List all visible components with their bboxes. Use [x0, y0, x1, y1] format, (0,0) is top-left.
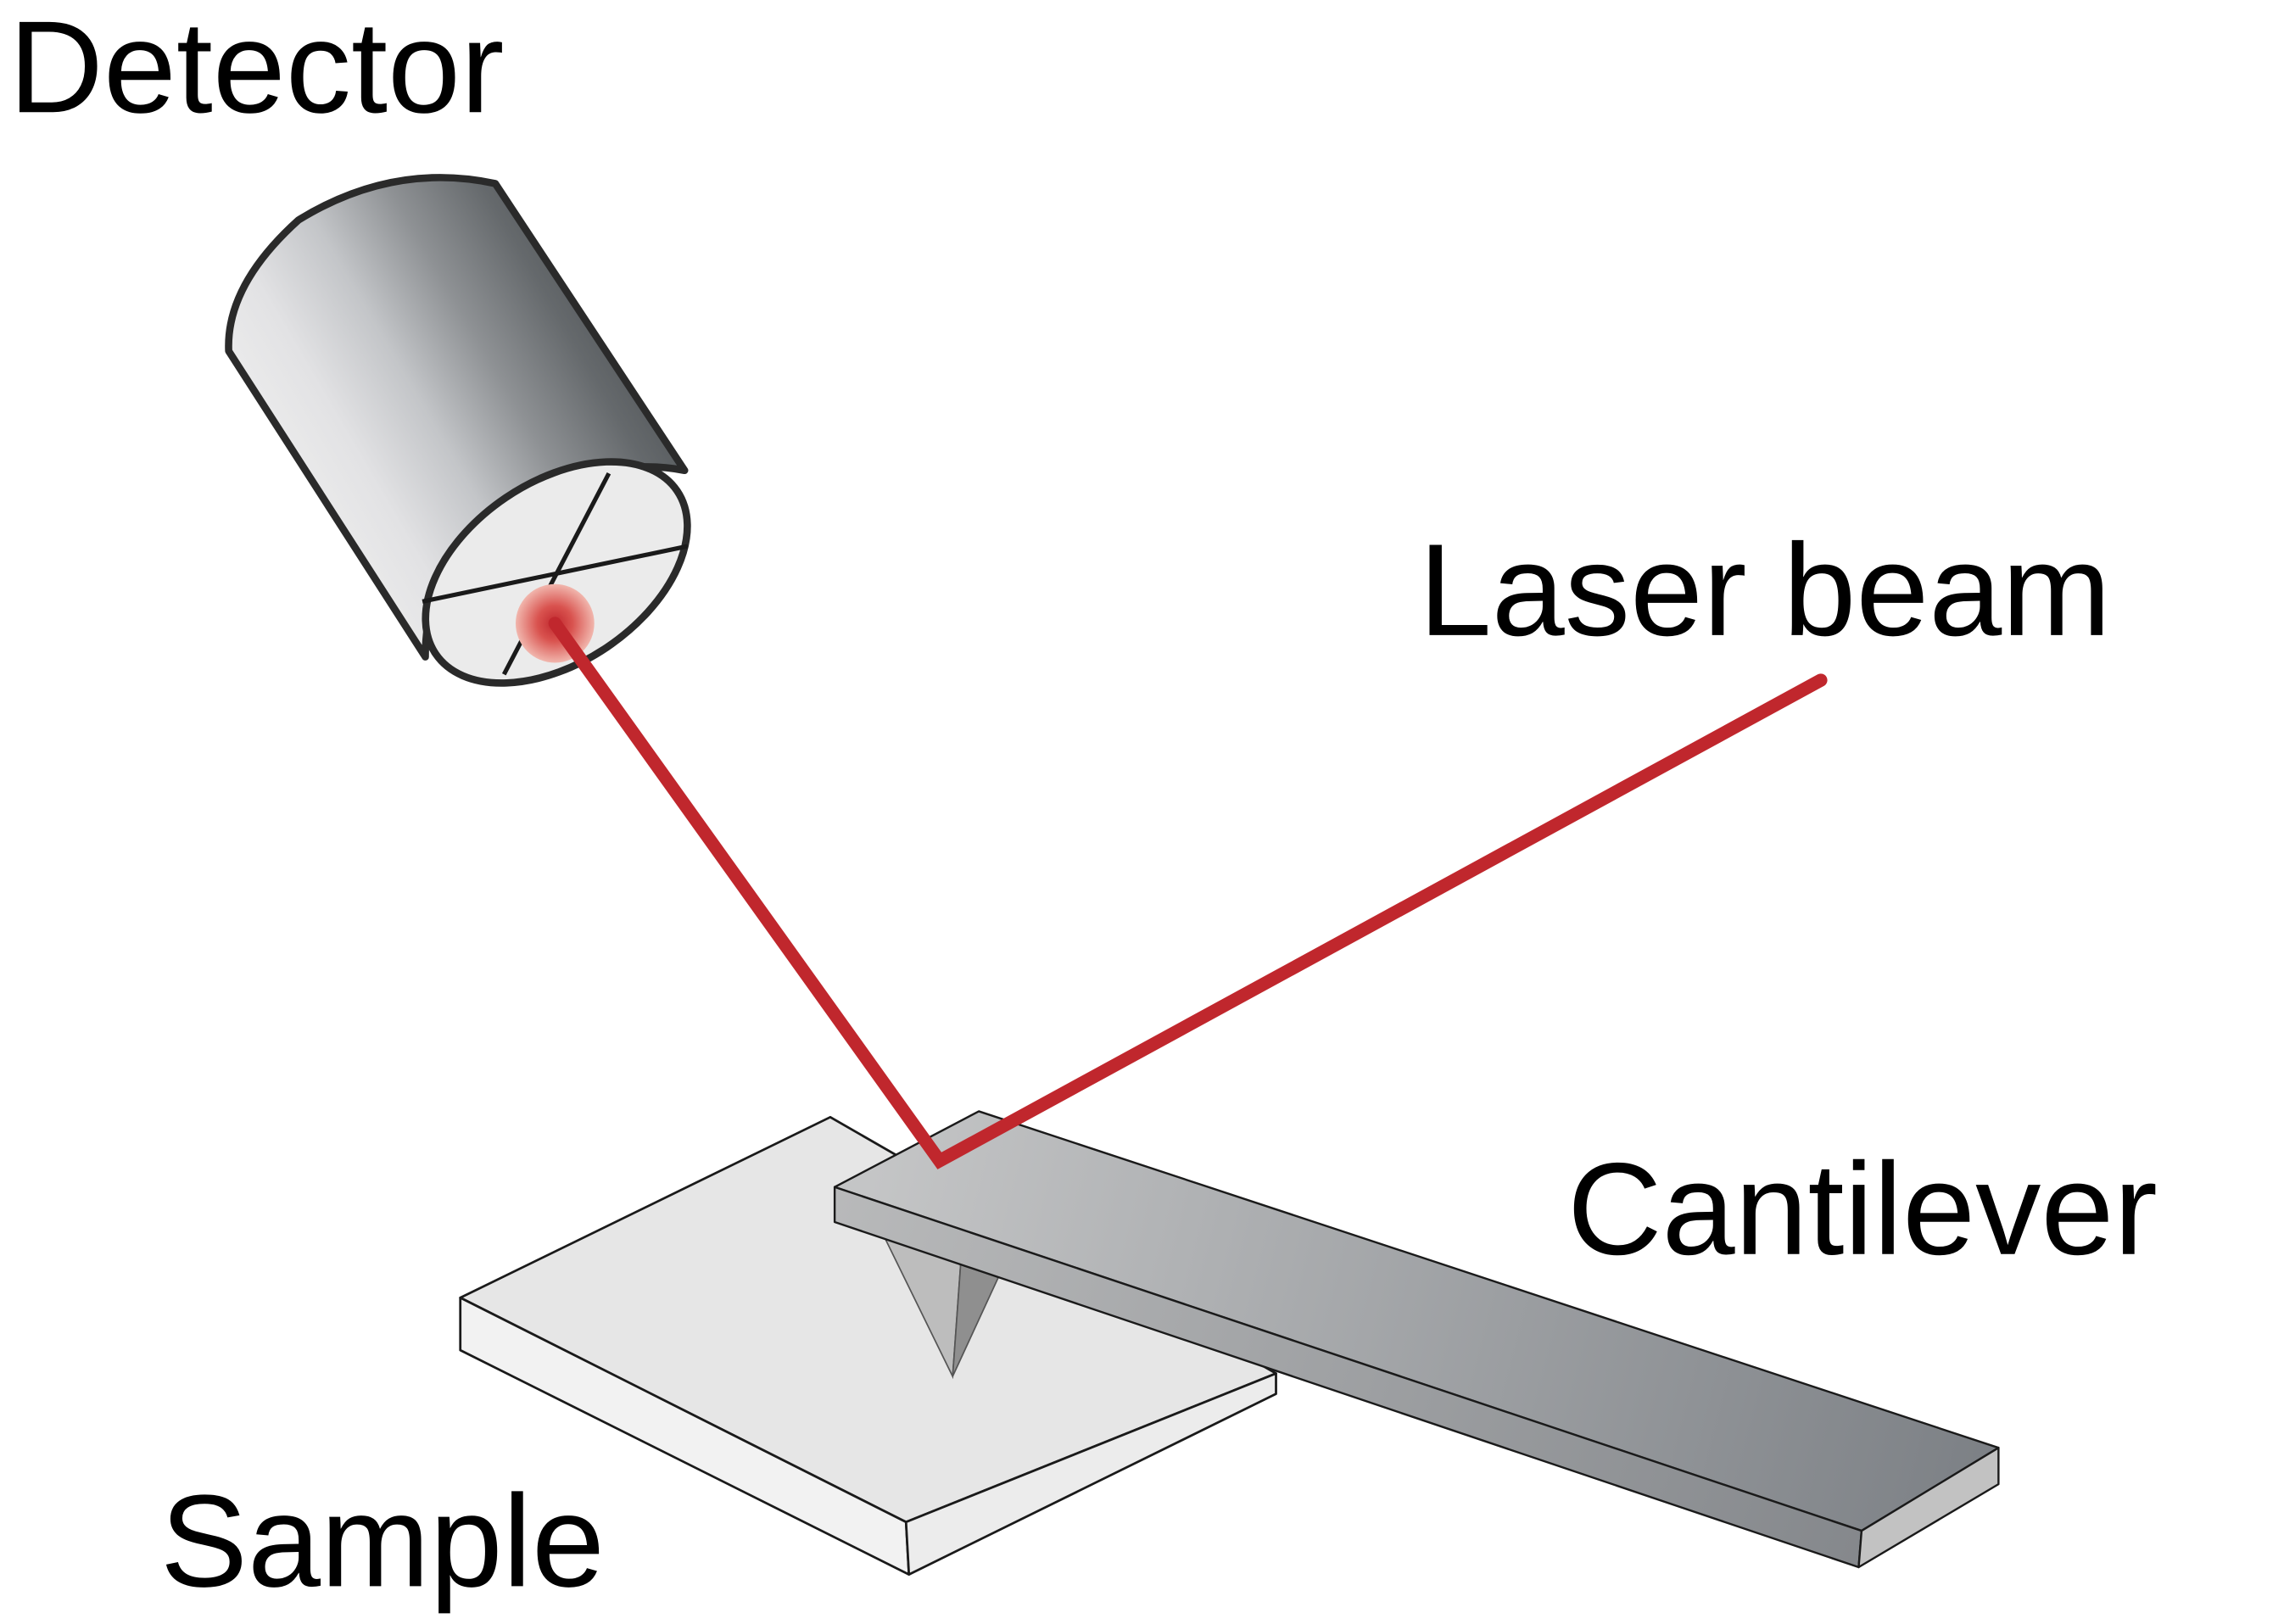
sample-block	[459, 1115, 1277, 1576]
laser-beam-path	[548, 617, 1828, 1169]
cantilever-label: Cantilever	[1567, 1136, 2158, 1282]
cantilever-end-face	[1857, 1446, 2000, 1569]
laser-beam-label: Laser beam	[1419, 516, 2111, 663]
detector	[225, 174, 691, 687]
sample-label: Sample	[160, 1467, 605, 1614]
sample-right-face	[904, 1372, 1277, 1576]
cantilever-beam	[833, 1110, 2000, 1569]
detector-label: Detector	[8, 0, 504, 140]
